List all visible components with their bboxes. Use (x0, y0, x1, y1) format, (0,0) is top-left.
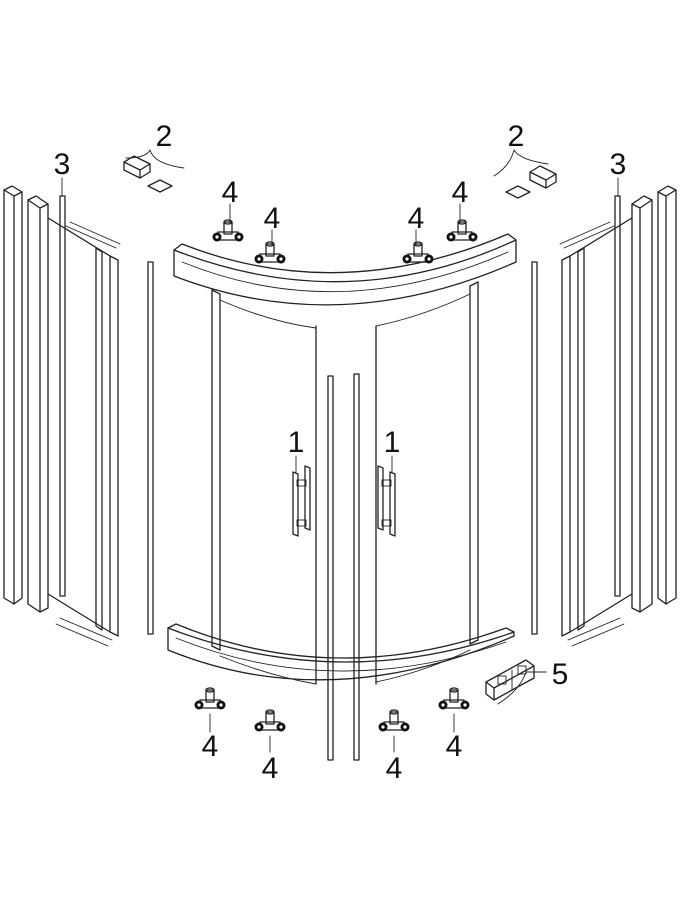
leader-lines (61, 149, 619, 753)
roller-bottom-1 (194, 687, 226, 710)
roller-top-1 (212, 219, 244, 242)
callout-roller-bottom-2: 4 (262, 752, 279, 785)
roller-group (194, 219, 478, 732)
right-seal-strip (614, 195, 621, 597)
roller-top-2 (254, 241, 286, 264)
left-end-cap (123, 155, 173, 193)
leader-cap-right (493, 149, 515, 177)
left-door-guide-strip (147, 261, 154, 635)
callout-cap-left: 2 (156, 120, 173, 153)
right-side-panel (559, 195, 653, 647)
roller-top-3 (402, 241, 434, 264)
right-door-handle (377, 465, 396, 537)
top-curved-rail (173, 233, 517, 306)
bottom-curved-rail (167, 623, 515, 681)
left-wall-profile (3, 185, 23, 605)
roller-bottom-2 (254, 709, 286, 732)
fixing-clip (485, 659, 535, 701)
callout-roller-top-4: 4 (452, 176, 469, 209)
callout-roller-bottom-3: 4 (386, 752, 403, 785)
callout-clip: 5 (552, 658, 569, 691)
right-curved-door (353, 281, 479, 761)
left-curved-door (211, 289, 334, 761)
callout-handle-right: 1 (384, 426, 401, 459)
left-door-handle (292, 465, 311, 537)
leader-cap-left (149, 149, 185, 169)
right-door-guide-strip (531, 261, 538, 635)
right-wall-profile (657, 185, 677, 605)
callout-seal-left: 3 (54, 148, 71, 181)
callout-roller-top-2: 4 (264, 202, 281, 235)
left-seal-strip (59, 195, 66, 597)
callout-cap-right: 2 (508, 120, 525, 153)
callout-roller-bottom-4: 4 (446, 730, 463, 763)
right-end-cap (505, 165, 557, 199)
leader-clip (497, 671, 547, 705)
callout-roller-bottom-1: 4 (202, 730, 219, 763)
callout-labels: 1 1 2 2 3 3 4 4 4 4 4 4 4 4 5 (54, 120, 627, 785)
leader-cap-right-2 (513, 149, 549, 165)
roller-top-4 (446, 219, 478, 242)
roller-bottom-3 (378, 709, 410, 732)
callout-roller-top-3: 4 (408, 202, 425, 235)
callout-roller-top-1: 4 (222, 176, 239, 209)
roller-bottom-4 (438, 687, 470, 710)
leader-cap-left-2 (125, 149, 151, 159)
callout-handle-left: 1 (288, 426, 305, 459)
left-side-panel (27, 195, 121, 647)
callout-seal-right: 3 (610, 148, 627, 181)
